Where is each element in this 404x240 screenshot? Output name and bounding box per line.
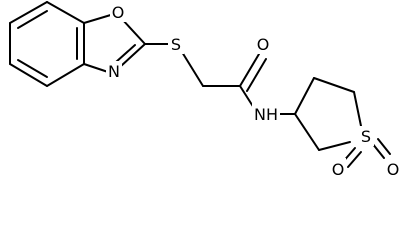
svg-text:NH: NH	[254, 105, 278, 124]
atom-sulfone-o-left: O	[330, 158, 346, 178]
atom-sulfone-o-right: O	[385, 158, 401, 178]
benzene-ring	[9, 1, 85, 87]
molecule-structure: O S O N NH S O O	[9, 1, 401, 178]
atom-oxazole-o: O	[110, 2, 126, 22]
oxazole-ring	[83, 13, 146, 73]
svg-text:S: S	[171, 35, 181, 54]
svg-text:O: O	[387, 160, 400, 178]
svg-text:S: S	[361, 127, 371, 146]
atom-amide-nh: NH	[252, 103, 280, 125]
svg-text:O: O	[257, 35, 270, 54]
svg-text:O: O	[112, 3, 125, 22]
svg-text:O: O	[332, 160, 345, 178]
atom-thioether-s: S	[168, 32, 184, 54]
side-chain	[144, 43, 296, 115]
atom-carbonyl-o: O	[255, 34, 271, 54]
atom-oxazole-n: N	[106, 61, 122, 81]
atom-sulfone-s: S	[358, 126, 374, 146]
sulfolane-ring	[294, 77, 391, 168]
svg-text:N: N	[108, 62, 120, 81]
